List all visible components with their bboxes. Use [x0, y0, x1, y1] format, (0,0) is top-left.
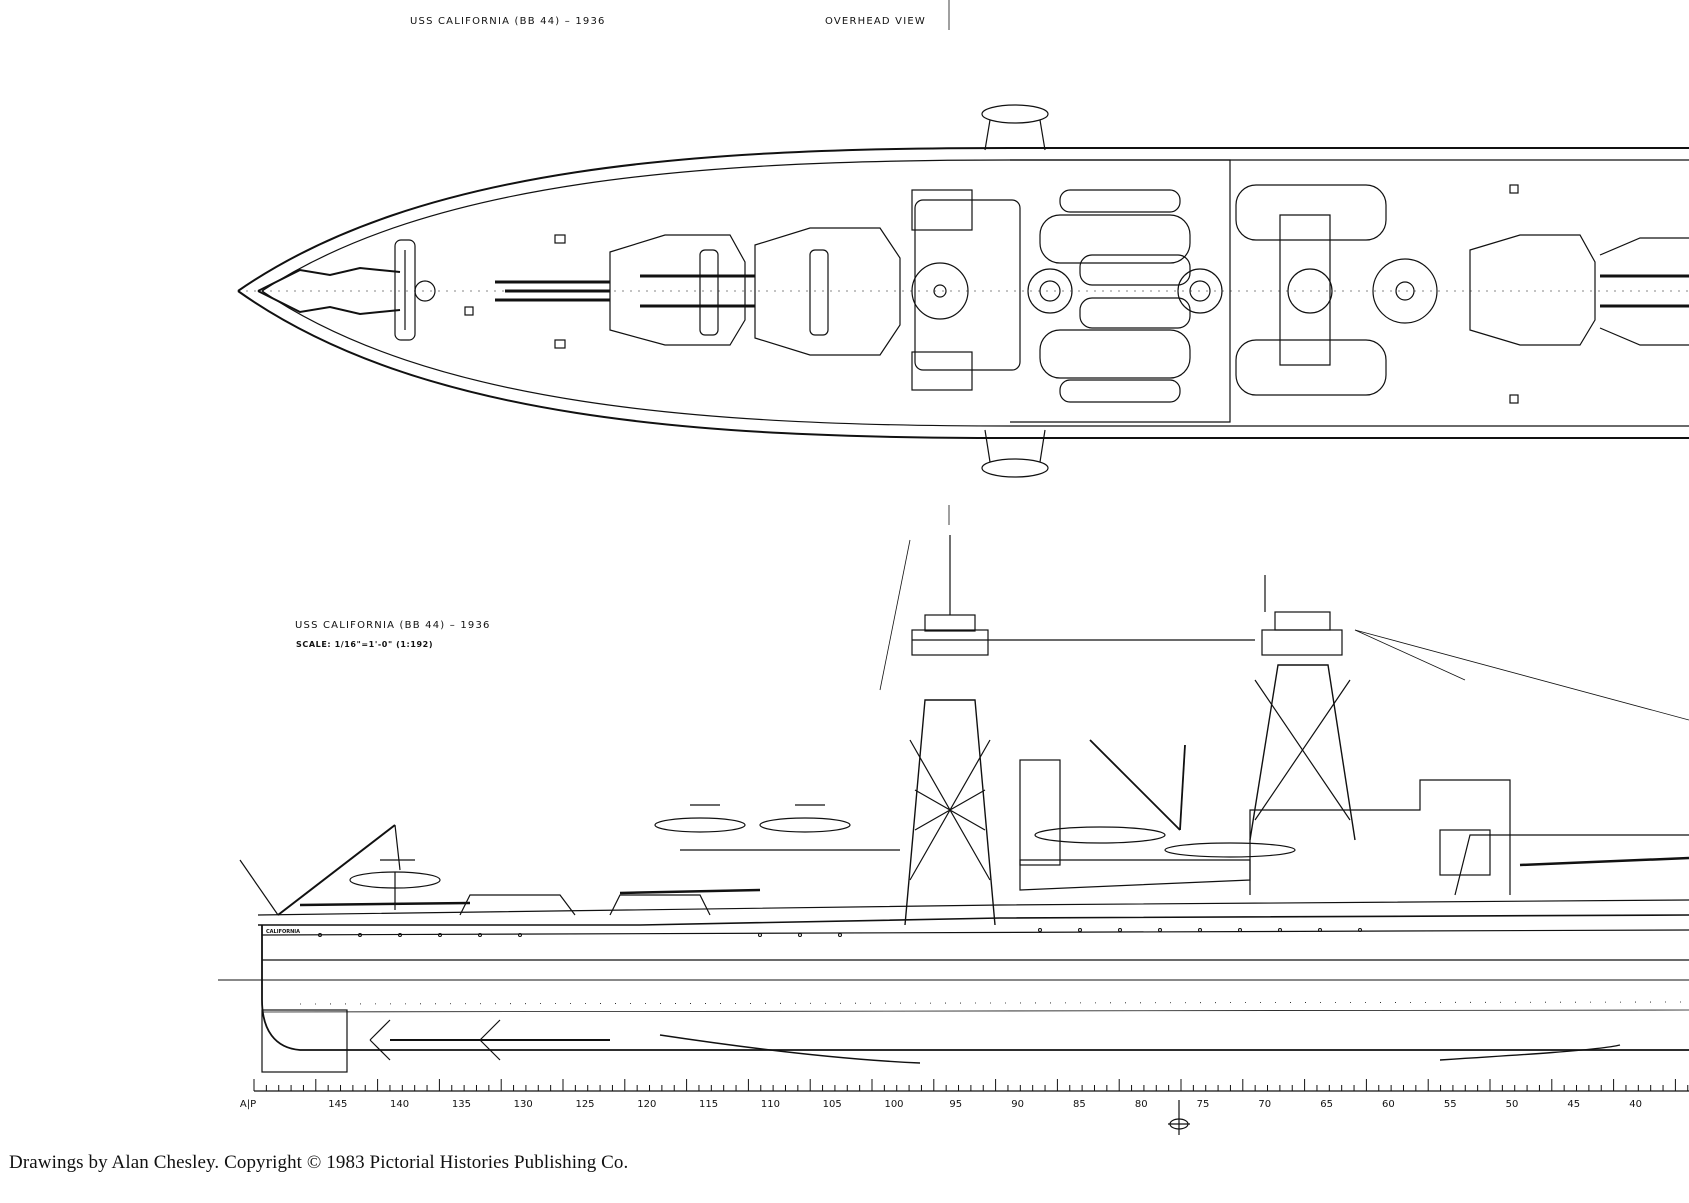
ruler-label: 70 — [1258, 1099, 1271, 1110]
turret-3 — [1469, 234, 1689, 346]
midships-superstructure — [1019, 739, 1296, 891]
profile-turret-fwd — [1454, 834, 1689, 896]
ruler-label: 40 — [1629, 1099, 1642, 1110]
ruler-label: 105 — [823, 1099, 842, 1110]
ruler-label: 135 — [452, 1099, 471, 1110]
credit-line: Drawings by Alan Chesley. Copyright © 19… — [9, 1152, 629, 1173]
ruler-label: 125 — [575, 1099, 594, 1110]
ruler-label: A|P — [240, 1099, 256, 1110]
turret-aircraft-icon — [699, 249, 829, 336]
boat-deck — [1010, 159, 1231, 423]
ruler-label: 45 — [1567, 1099, 1580, 1110]
ruler-label: 75 — [1197, 1099, 1210, 1110]
frame-ruler — [253, 1079, 1689, 1092]
overhead-title: USS CALIFORNIA (BB 44) – 1936 — [410, 16, 606, 27]
ruler-label: 95 — [949, 1099, 962, 1110]
ruler-label: 110 — [761, 1099, 780, 1110]
ruler-label: 100 — [884, 1099, 903, 1110]
boats-outboard — [981, 104, 1049, 478]
propeller-icon — [261, 1009, 610, 1073]
portholes — [318, 928, 1362, 937]
ruler-label: 130 — [514, 1099, 533, 1110]
ruler-label: 80 — [1135, 1099, 1148, 1110]
ruler-label: 55 — [1444, 1099, 1457, 1110]
turret-aircraft-profile — [654, 804, 900, 851]
turret-2 — [640, 227, 901, 356]
ruler-label: 145 — [328, 1099, 347, 1110]
bow-aircraft-icon — [394, 239, 436, 341]
aft-superstructure — [1235, 184, 1438, 396]
bow-nameplate: CALIFORNIA — [266, 929, 301, 935]
stern-crane — [239, 824, 401, 916]
forward-superstructure — [911, 189, 1021, 391]
ruler-label: 60 — [1382, 1099, 1395, 1110]
overhead-view-label: OVERHEAD VIEW — [825, 16, 926, 27]
ruler-label: 65 — [1320, 1099, 1333, 1110]
ruler-label: 50 — [1506, 1099, 1519, 1110]
ruler-labels: A|P 145 140 135 130 125 120 115 110 105 100 95 90 85 8… — [240, 1099, 1642, 1110]
profile-turret-aft — [299, 888, 761, 916]
profile-title: USS CALIFORNIA (BB 44) – 1936 — [295, 620, 491, 631]
ruler-label: 120 — [637, 1099, 656, 1110]
ruler-label: 115 — [699, 1099, 718, 1110]
profile-scale: SCALE: 1/16"=1'-0" (1:192) — [296, 640, 434, 649]
profile-hull-outline — [261, 925, 1689, 1051]
aft-cage-mast — [904, 535, 1255, 926]
ruler-label: 140 — [390, 1099, 409, 1110]
forward-cage-mast — [1249, 575, 1356, 841]
bridge-superstructure — [1249, 779, 1511, 895]
ruler-label: 85 — [1073, 1099, 1086, 1110]
ruler-label: 90 — [1011, 1099, 1024, 1110]
overhead-hull-outline — [237, 147, 1689, 439]
anchor-icon — [1168, 1100, 1190, 1135]
turret-1 — [495, 234, 746, 346]
